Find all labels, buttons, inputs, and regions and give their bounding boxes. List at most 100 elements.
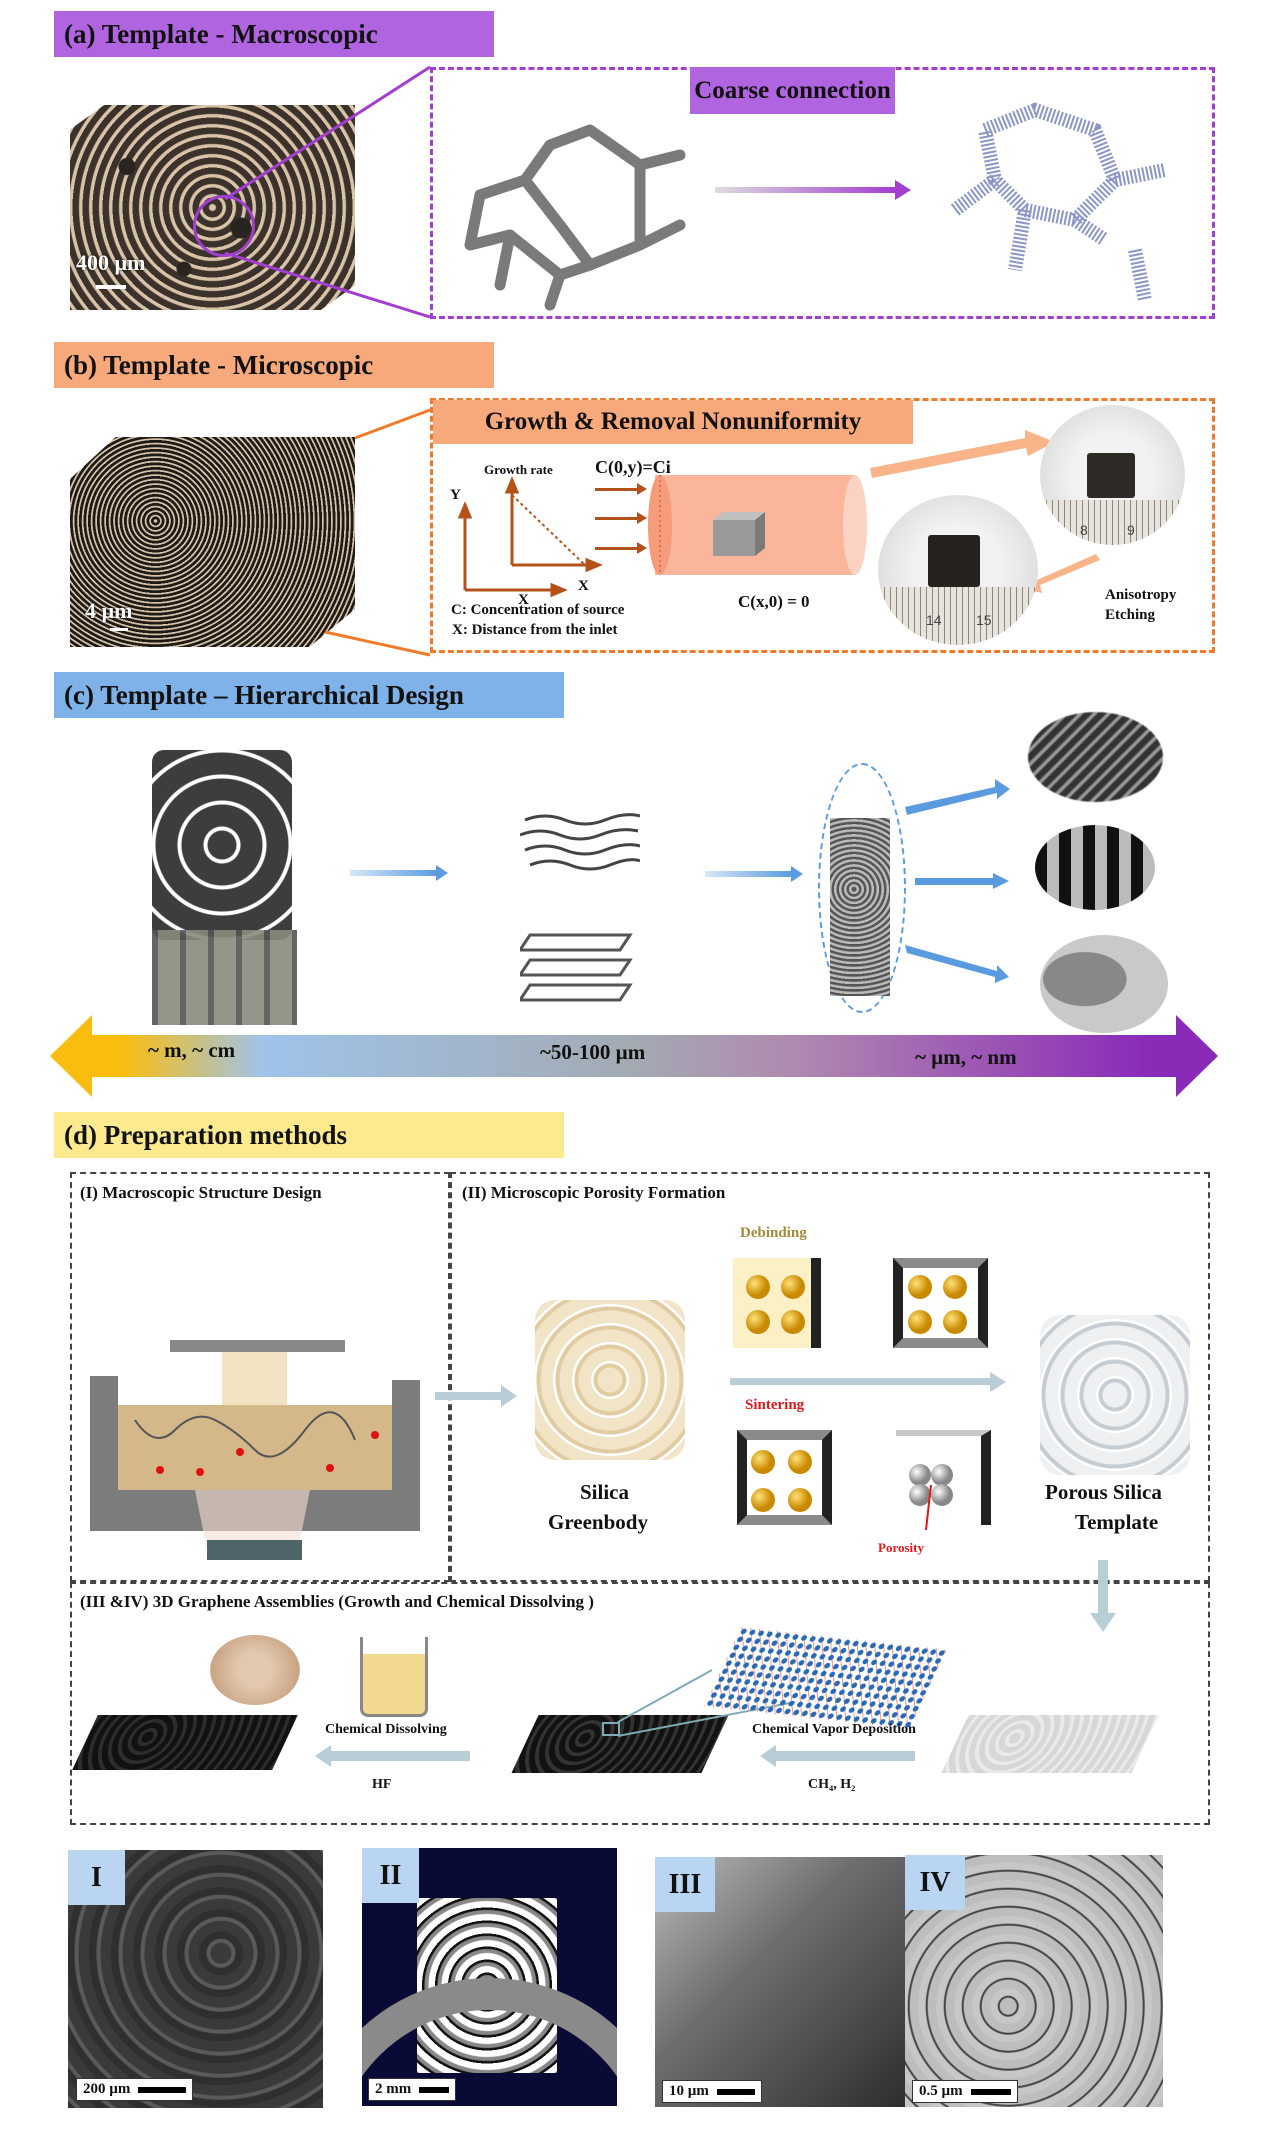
growth-x-label: X [578, 578, 589, 594]
boundary-bottom-label: C(x,0) = 0 [738, 592, 810, 611]
micrograph-IV-tag: IV [905, 1855, 965, 1910]
boundary-top-label: C(0,y)=Ci [595, 457, 671, 477]
micrograph-ridges [1028, 712, 1163, 802]
anisotropy-label: Anisotropy [1105, 587, 1177, 603]
micrograph-III-scalebar: 10 µm [662, 2080, 762, 2103]
sintering-cube-after [896, 1430, 991, 1525]
debinding-cube-after [893, 1258, 988, 1348]
micrograph-II-scalebar: 2 mm [368, 2078, 457, 2101]
zoom-circle [193, 195, 255, 257]
growth-rate-label: Growth rate [484, 462, 553, 477]
micrograph-III-tag: III [655, 1857, 715, 1912]
flow-arrow-a [715, 180, 911, 200]
growth-rate-plot [457, 476, 603, 598]
step-34-box [70, 1582, 1210, 1825]
micrograph-IV-scale-label: 0.5 µm [919, 2083, 963, 2099]
zoom-lines-b [324, 408, 431, 657]
coarse-connection-title: Coarse connection [690, 67, 895, 114]
greenbody-label-2: Greenbody [548, 1510, 648, 1534]
graphene-foam-final [72, 1715, 298, 1770]
greenbody-label-1: Silica [580, 1480, 630, 1504]
micrograph-II-scale-label: 2 mm [375, 2081, 412, 2097]
debinding-cube-before [733, 1258, 821, 1348]
scale-label-a: 400 µm [76, 250, 146, 275]
step-2-box [450, 1172, 1210, 1582]
scale-bar-a [96, 285, 126, 289]
sintering-label: Sintering [745, 1397, 805, 1413]
microscopic-porous-cube [70, 437, 355, 647]
micrograph-sheet [1040, 935, 1168, 1033]
reactor-tube [595, 475, 867, 575]
nanoporous-column-ellipse [818, 763, 906, 1013]
panel-d-header: (d) Preparation methods [54, 1112, 564, 1158]
template-label-1: Porous Silica [1045, 1480, 1162, 1504]
beaker-icon [360, 1637, 428, 1717]
cvd-label: Chemical Vapor Deposition [752, 1722, 916, 1737]
micrograph-III-scale-label: 10 µm [669, 2083, 709, 2099]
particle-spheres [746, 1275, 967, 1531]
legend-c: C: Concentration of source [451, 602, 625, 618]
sample-photo-top [1040, 405, 1185, 545]
zoom-square [602, 1722, 620, 1736]
gyroid-lattice-icon [152, 750, 292, 940]
vat-photopolymerization-printer [90, 1340, 420, 1560]
scale-left-label: ~ m, ~ cm [148, 1038, 236, 1062]
arrow-c1 [350, 865, 448, 881]
branch-arrows [905, 779, 1010, 983]
panel-b-header: (b) Template - Microscopic [54, 342, 494, 388]
graphene-network-icon [950, 102, 1167, 302]
template-label-2: Template [1075, 1510, 1159, 1534]
x-axis-label: X [518, 592, 529, 608]
arrow-down-d [1090, 1560, 1116, 1632]
arrow-d2 [730, 1372, 1006, 1392]
ruler-top-8: 8 [1080, 522, 1088, 538]
scale-right-label: ~ µm, ~ nm [915, 1045, 1017, 1069]
sample-photo-bottom [878, 495, 1038, 645]
panel-a-header: (a) Template - Macroscopic [54, 11, 494, 57]
panel-c-header: (c) Template – Hierarchical Design [54, 672, 564, 718]
gases-label: CH₄, H₂ [808, 1777, 856, 1792]
strut-network-icon [464, 124, 686, 311]
micrograph-IV-scalebar: 0.5 µm [912, 2080, 1018, 2103]
woodpile-lattice-icon [152, 930, 297, 1025]
step-1-box [70, 1172, 450, 1582]
legend-x: X: Distance from the inlet [452, 622, 618, 638]
nonuniformity-box [430, 398, 1215, 653]
silica-greenbody-lattice [535, 1300, 685, 1460]
micrograph-I-scalebar: 200 µm [76, 2078, 194, 2101]
arrow-cvd [760, 1745, 915, 1767]
ruler-bottom-15: 15 [976, 612, 992, 628]
sintering-cube-before [737, 1430, 832, 1525]
micrograph-II [362, 1848, 617, 2106]
porous-silica-sheet [941, 1715, 1159, 1773]
porosity-label: Porosity [878, 1540, 924, 1555]
y-axis-label: Y [450, 487, 461, 503]
arrow-hf [315, 1745, 470, 1767]
step-1-title: (I) Macroscopic Structure Design [80, 1183, 322, 1202]
scale-label-b: 4 µm [85, 598, 133, 623]
arrow-c2 [705, 866, 803, 882]
micrograph-stripes [1035, 825, 1155, 910]
ruler-top-9: 9 [1127, 522, 1135, 538]
scale-bar-b [110, 628, 128, 631]
micrograph-II-tag: II [362, 1848, 419, 1903]
arrow-d1 [435, 1385, 517, 1407]
zoom-lines-a [224, 65, 431, 319]
length-scale-arrow [50, 1015, 1218, 1097]
step-2-title: (II) Microscopic Porosity Formation [462, 1183, 726, 1202]
etching-label: Etching [1105, 607, 1156, 623]
graphene-fibers-photo [210, 1635, 300, 1705]
nanoporous-column [830, 818, 890, 996]
nonuniformity-title: Growth & Removal Nonuniformity [433, 400, 913, 444]
step-34-title: (III &IV) 3D Graphene Assemblies (Growth… [80, 1592, 594, 1611]
micrograph-I-scale-label: 200 µm [83, 2081, 131, 2097]
hf-label: HF [372, 1777, 392, 1792]
micrograph-I-tag: I [68, 1850, 125, 1905]
scale-middle-label: ~50-100 µm [540, 1040, 646, 1064]
porous-silica-lattice [1040, 1315, 1190, 1475]
debinding-label: Debinding [740, 1225, 807, 1241]
ruler-bottom-14: 14 [926, 612, 942, 628]
dissolving-label: Chemical Dissolving [325, 1722, 447, 1737]
fiber-layers-icon [520, 813, 640, 1002]
photo-arrows [870, 430, 1100, 593]
